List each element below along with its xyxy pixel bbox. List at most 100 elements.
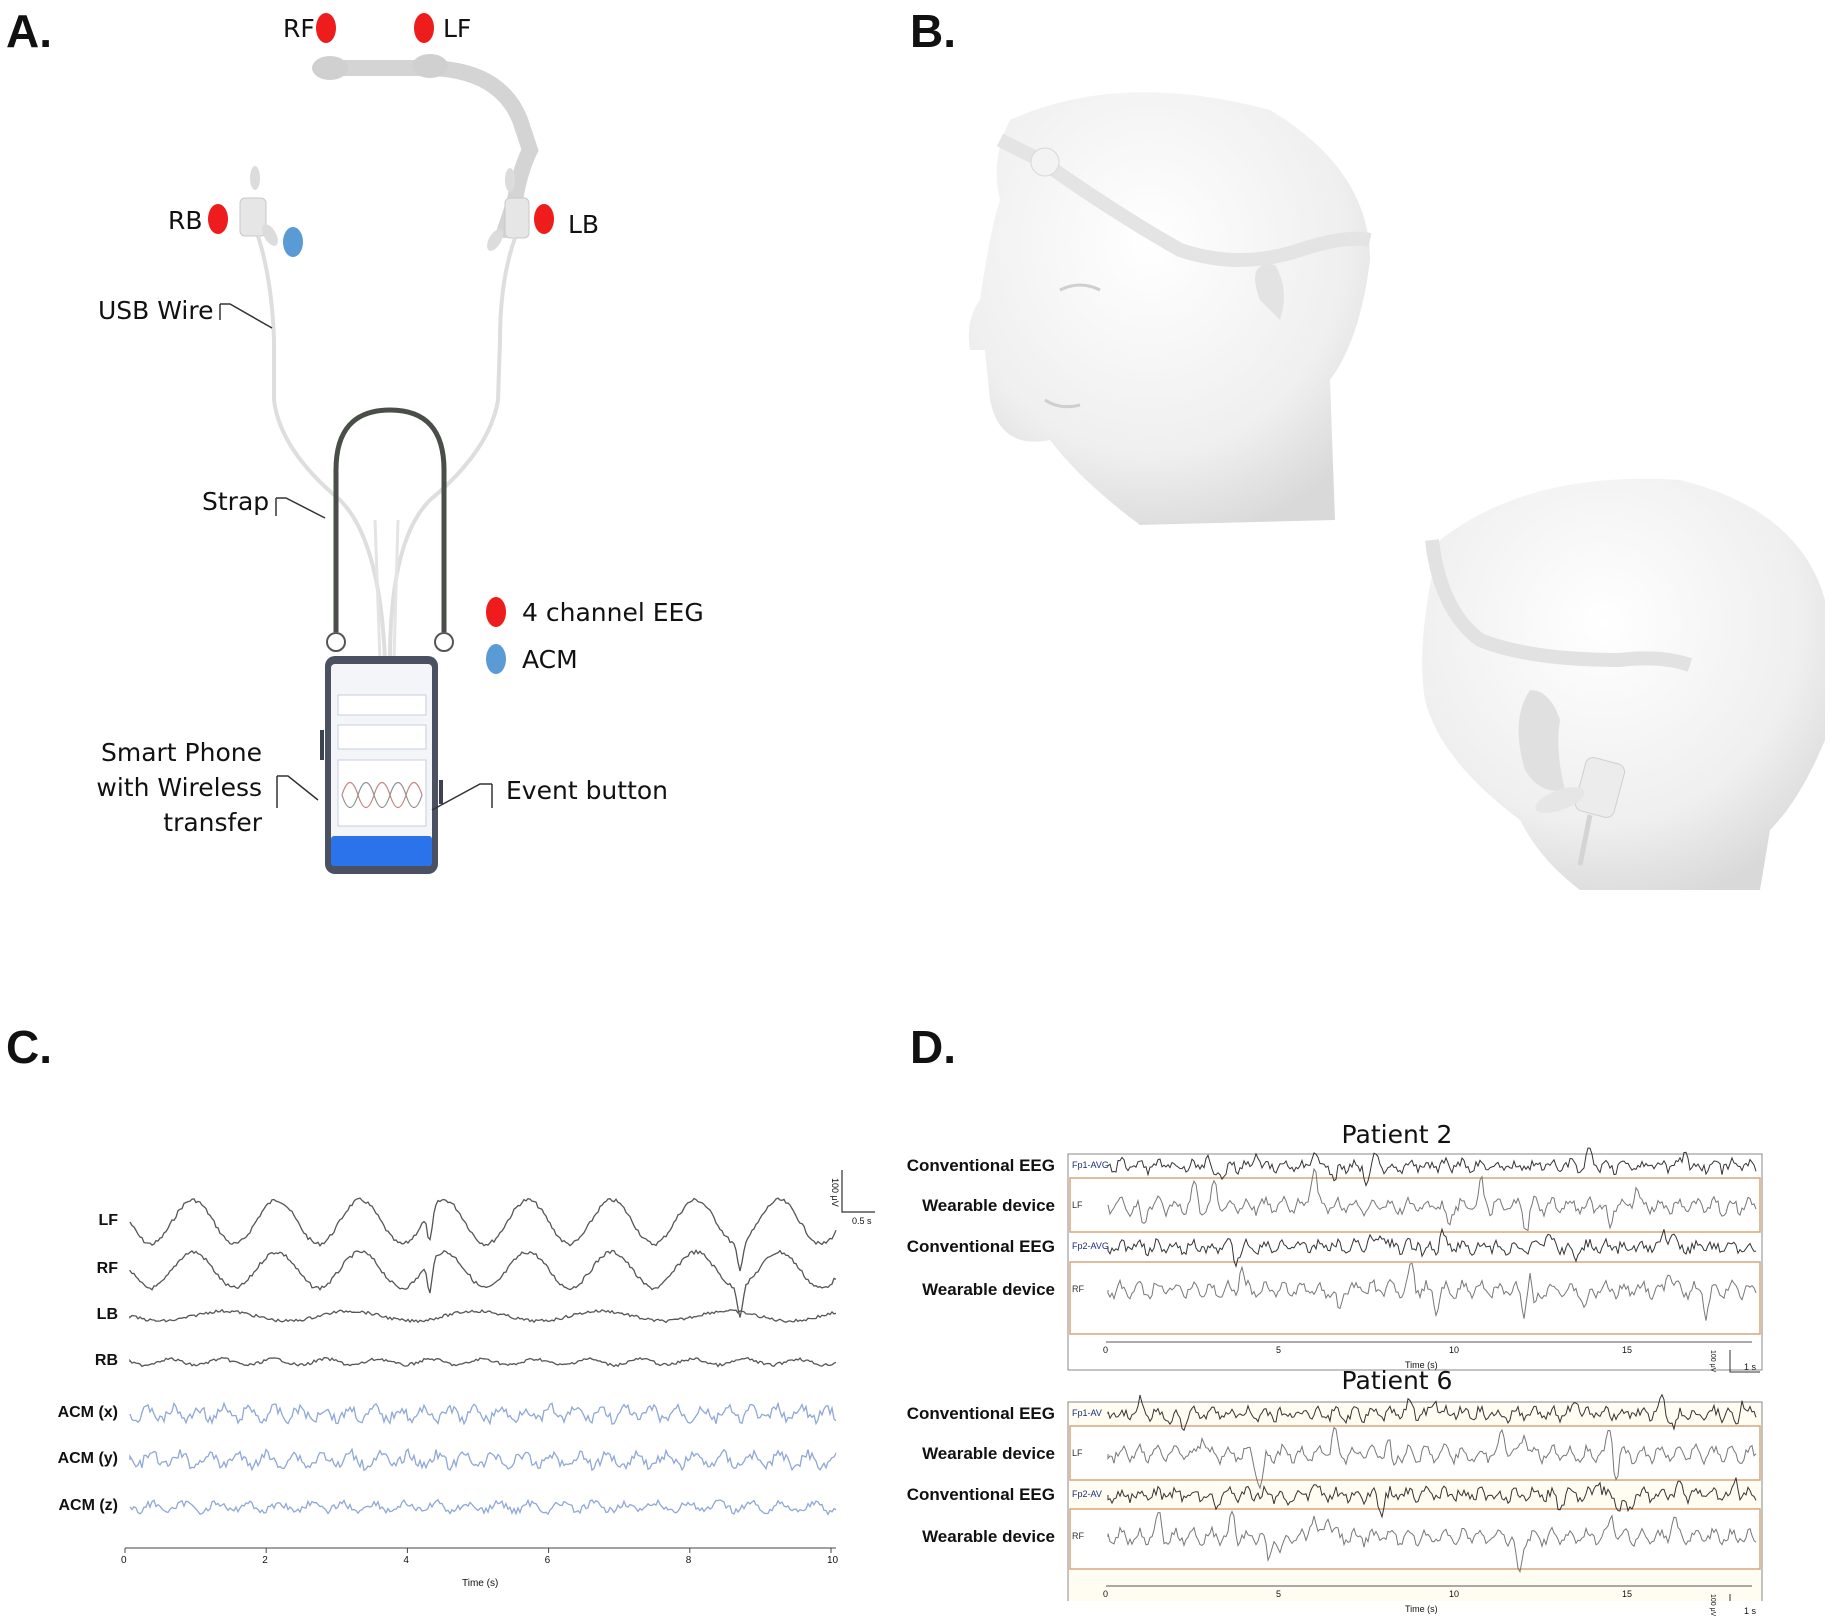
- patient-x-label: Time (s): [1405, 1604, 1438, 1614]
- panel-c-tick-label: 4: [403, 1555, 409, 1566]
- usb-wire-center: [373, 519, 400, 661]
- row-label-conventional-eeg: Conventional EEG: [906, 1404, 1055, 1423]
- patient-tick-label: 15: [1622, 1345, 1633, 1355]
- patient-tick-label: 15: [1622, 1589, 1633, 1599]
- strap-clip-left: [326, 632, 346, 652]
- acm-sensor-dot: [283, 227, 303, 257]
- patient-scale-bar: [1729, 1350, 1760, 1373]
- trace-label: Fp2-AV: [1072, 1489, 1102, 1499]
- phone-event-button: [439, 780, 443, 804]
- phone-waveform-grey: [341, 781, 423, 809]
- patient-x-label: Time (s): [1405, 1360, 1438, 1370]
- row-label-wearable-device: Wearable device: [922, 1280, 1055, 1299]
- lb-electrode-dot: [534, 204, 554, 234]
- phone-card-1: [337, 694, 427, 716]
- trace-wearable: [1107, 1426, 1757, 1490]
- trace-wearable: [1107, 1510, 1757, 1574]
- patient-tick-label: 5: [1276, 1589, 1282, 1599]
- row-label-conventional-eeg: Conventional EEG: [906, 1485, 1055, 1504]
- strap-leader: [275, 497, 326, 519]
- trace-conventional: [1107, 1477, 1757, 1519]
- lf-label: LF: [443, 14, 472, 43]
- usb-wire-left: [388, 237, 517, 661]
- rb-pad: [262, 224, 278, 246]
- trace-acm-z-: [129, 1498, 837, 1516]
- row-label-conventional-eeg: Conventional EEG: [906, 1156, 1055, 1175]
- trace-label: Fp1-AVG: [1072, 1160, 1109, 1170]
- headband-end-left: [312, 56, 348, 80]
- legend-acm-dot: [486, 644, 506, 674]
- head-side-view: [1422, 478, 1825, 890]
- strap-label: Strap: [202, 487, 270, 516]
- patient-tick-label: 0: [1103, 1345, 1109, 1355]
- wearable-frame: [1069, 1261, 1761, 1335]
- usb-wire-leader: [219, 303, 273, 329]
- panel-c-tick-label: 2: [262, 1555, 268, 1566]
- strap: [333, 407, 447, 632]
- legend-eeg-label: 4 channel EEG: [522, 598, 704, 627]
- usb-wire-right: [256, 235, 387, 661]
- headband: [322, 60, 539, 238]
- lb-label: LB: [568, 210, 600, 239]
- panel-c-tick-label: 8: [685, 1555, 692, 1566]
- panel-b-letter: B.: [910, 5, 956, 57]
- panel-c-x-label: Time (s): [462, 1578, 499, 1589]
- channel-label-acm-z-: ACM (z): [58, 1497, 118, 1514]
- phone-label-1: Smart Phone: [100, 738, 262, 767]
- lf-electrode-dot: [414, 13, 434, 43]
- rb-clip: [250, 166, 260, 190]
- trace-label: Fp1-AV: [1072, 1408, 1102, 1418]
- trace-label: Fp2-AVG: [1072, 1241, 1109, 1251]
- trace-label: LF: [1072, 1448, 1083, 1458]
- trace-acm-y-: [129, 1447, 837, 1472]
- rb-electrode-dot: [208, 204, 228, 234]
- patient-scale-amplitude: 100 μV: [1709, 1594, 1716, 1616]
- panel-d-letter: D.: [910, 1021, 956, 1073]
- panel-c-tick-label: 10: [827, 1555, 839, 1566]
- phone-blue-bar: [331, 836, 432, 866]
- panel-c-scale-bar: [841, 1170, 875, 1213]
- panel-a-letter: A.: [6, 5, 52, 57]
- patient-scale-amplitude: 100 μV: [1709, 1350, 1716, 1373]
- patient-title-1: Patient 2: [1341, 1120, 1453, 1149]
- phone-label-2: with Wireless: [96, 773, 262, 802]
- trace-label: LF: [1072, 1200, 1083, 1210]
- row-label-conventional-eeg: Conventional EEG: [906, 1237, 1055, 1256]
- phone-waveform-card: [337, 759, 427, 827]
- event-button-leader: [431, 783, 493, 811]
- trace-wearable: [1107, 1262, 1757, 1321]
- wearable-frame: [1069, 1177, 1761, 1233]
- trace-rb: [129, 1356, 837, 1368]
- wearable-frame: [1069, 1425, 1761, 1481]
- phone-leader: [276, 775, 319, 808]
- trace-acm-x-: [129, 1401, 837, 1426]
- patient-tick-label: 0: [1103, 1589, 1109, 1599]
- row-label-wearable-device: Wearable device: [922, 1527, 1055, 1546]
- patient-tick-label: 10: [1449, 1345, 1460, 1355]
- trace-label: RF: [1072, 1531, 1084, 1541]
- panel-c-tick-label: 0: [121, 1555, 127, 1566]
- rb-module: [239, 197, 267, 237]
- row-label-wearable-device: Wearable device: [922, 1196, 1055, 1215]
- trace-lb: [129, 1308, 837, 1324]
- trace-conventional: [1107, 1147, 1757, 1187]
- panel-c-scale-time: 0.5 s: [852, 1216, 872, 1226]
- panel-c-letter: C.: [6, 1021, 52, 1073]
- strap-clip-right: [434, 632, 454, 652]
- phone-waveform-red: [341, 781, 423, 809]
- patient-scale-time: 1 s: [1744, 1362, 1757, 1372]
- lb-pad: [487, 229, 503, 251]
- channel-label-acm-x-: ACM (x): [57, 1404, 118, 1421]
- legend-eeg-dot: [486, 597, 506, 627]
- trace-conventional: [1107, 1227, 1756, 1269]
- channel-label-rb: RB: [94, 1352, 118, 1369]
- headband-end-right: [412, 54, 448, 78]
- rb-label: RB: [168, 206, 203, 235]
- phone-card-2: [337, 724, 427, 750]
- trace-rf: [129, 1248, 837, 1318]
- channel-label-acm-y-: ACM (y): [57, 1450, 118, 1467]
- channel-label-lb: LB: [96, 1306, 118, 1323]
